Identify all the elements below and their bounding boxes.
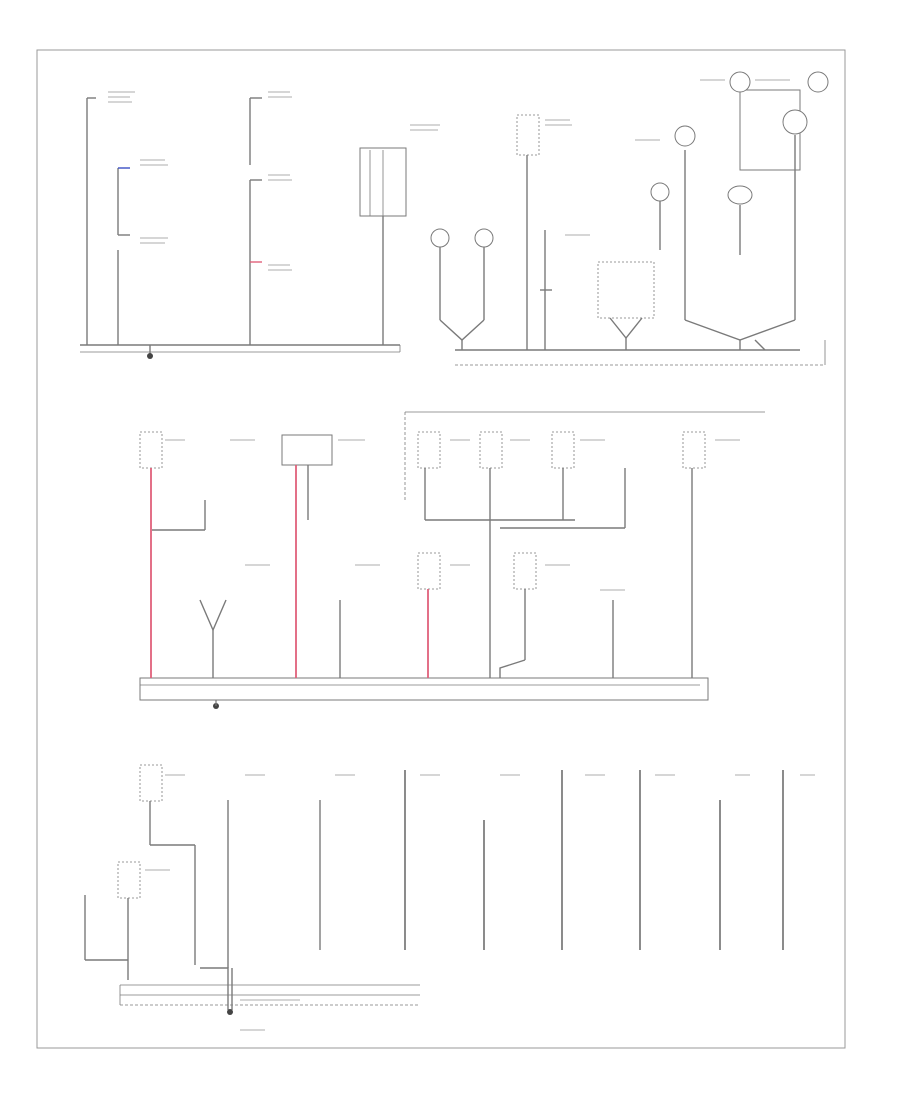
lamp-icon	[674, 125, 696, 147]
lamp-icon	[729, 71, 751, 93]
lamp-icon	[727, 185, 753, 205]
middle-red-wires	[150, 465, 429, 678]
lamp-icon	[807, 71, 829, 93]
lamp-icon	[430, 228, 450, 248]
page-frame	[36, 49, 846, 1049]
lamp-icon	[650, 182, 670, 202]
upper-left-grounds	[80, 97, 407, 356]
lamp-icon	[474, 228, 494, 248]
upper-right-grounds	[439, 89, 826, 366]
component-label-marks	[108, 79, 815, 1031]
ground-point-g401	[227, 1009, 233, 1015]
ground-point-g101	[147, 353, 153, 359]
lower-grounds	[84, 764, 784, 1010]
lamp-icon	[782, 109, 808, 135]
middle-grounds	[139, 411, 765, 701]
upper-right-lamps	[430, 71, 829, 248]
